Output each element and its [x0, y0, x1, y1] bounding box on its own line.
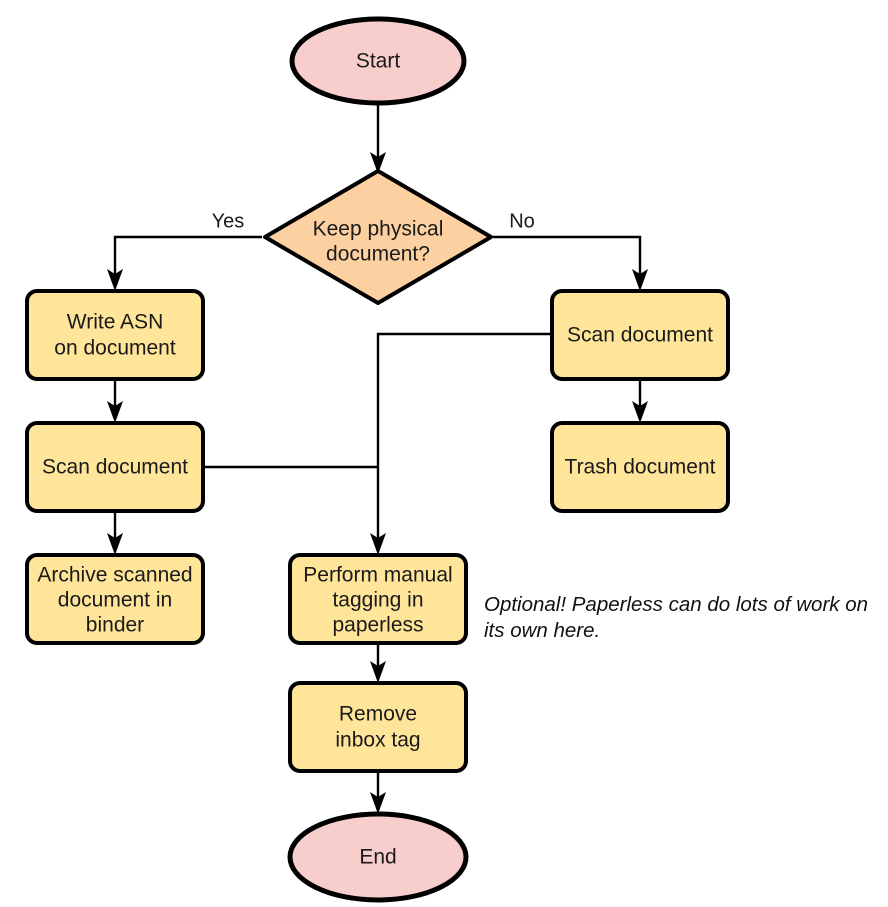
- node-archive-label-line3: binder: [86, 614, 144, 637]
- node-decision-label-line1: Keep physical: [313, 218, 444, 241]
- decision-diamond: [263, 169, 493, 305]
- archive-box: [25, 553, 205, 645]
- node-start-label: Start: [356, 50, 401, 73]
- node-manual-tag-label-line1: Perform manual: [303, 564, 452, 587]
- node-write-asn-label-line2: on document: [54, 337, 176, 360]
- optional-note-line1: Optional! Paperless can do lots of work …: [484, 593, 868, 616]
- edge-write-asn-to-scan-left: [107, 379, 123, 423]
- node-archive-label-line1: Archive scanned: [37, 564, 192, 587]
- scan-document-right-box: [550, 289, 730, 381]
- start-ellipse: [289, 16, 467, 106]
- end-ellipse: [287, 811, 469, 903]
- node-decision-keep-physical-document[interactable]: Keep physical document?: [263, 169, 493, 305]
- write-asn-box: [25, 289, 205, 381]
- optional-note-line2: its own here.: [484, 619, 600, 642]
- node-scan-document-right[interactable]: Scan document: [550, 289, 730, 381]
- node-remove-inbox-label-line2: inbox tag: [335, 729, 420, 752]
- node-archive-label-line2: document in: [58, 589, 172, 612]
- edge-manual-tag-to-remove-inbox: [370, 643, 386, 683]
- edge-scan-right-to-trash: [632, 379, 648, 423]
- edge-label-yes: Yes: [212, 210, 245, 232]
- edge-start-to-decision: [370, 103, 386, 174]
- edge-decision-no-to-scan-right: [493, 235, 648, 291]
- trash-document-box: [550, 421, 730, 513]
- node-manual-tag-label-line2: tagging in: [332, 589, 423, 612]
- node-perform-manual-tagging[interactable]: Perform manual tagging in paperless: [288, 553, 468, 645]
- node-trash-label: Trash document: [565, 456, 716, 479]
- edge-label-no: No: [509, 210, 535, 232]
- edge-scan-right-to-manual-tag: [370, 332, 551, 555]
- node-decision-label-line2: document?: [326, 243, 430, 266]
- manual-tagging-box: [288, 553, 468, 645]
- edge-remove-inbox-to-end: [370, 771, 386, 814]
- remove-inbox-tag-box: [288, 681, 468, 773]
- edge-decision-yes-to-write-asn: [107, 235, 262, 291]
- node-write-asn-label-line1: Write ASN: [67, 311, 163, 334]
- node-archive-scanned-document-in-binder[interactable]: Archive scanned document in binder: [25, 553, 205, 645]
- node-scan-left-label: Scan document: [42, 456, 188, 479]
- node-scan-document-left[interactable]: Scan document: [25, 421, 205, 513]
- node-manual-tag-label-line3: paperless: [332, 614, 423, 637]
- edge-scan-left-to-archive: [107, 511, 123, 555]
- node-remove-inbox-label-line1: Remove: [339, 703, 417, 726]
- node-remove-inbox-tag[interactable]: Remove inbox tag: [288, 681, 468, 773]
- node-write-asn-on-document[interactable]: Write ASN on document: [25, 289, 205, 381]
- node-trash-document[interactable]: Trash document: [550, 421, 730, 513]
- annotation-optional-note: Optional! Paperless can do lots of work …: [484, 593, 868, 642]
- node-end[interactable]: End: [287, 811, 469, 903]
- node-end-label: End: [359, 846, 396, 869]
- scan-document-left-box: [25, 421, 205, 513]
- node-start[interactable]: Start: [289, 16, 467, 106]
- node-scan-right-label: Scan document: [567, 324, 713, 347]
